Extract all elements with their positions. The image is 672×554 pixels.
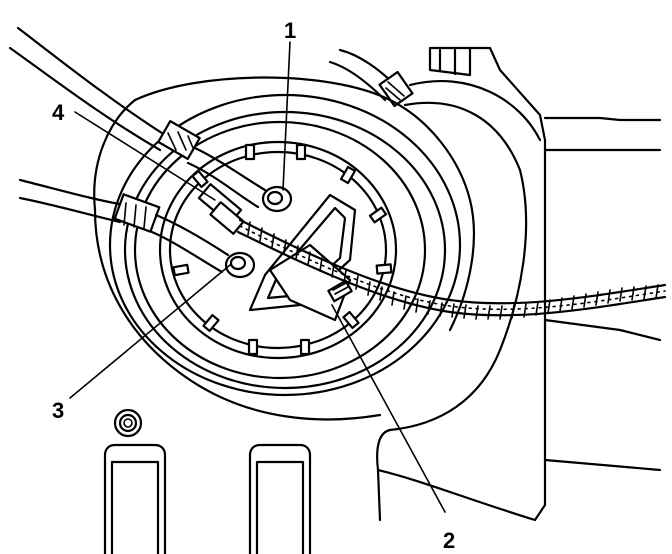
leader-4: [74, 111, 216, 201]
leader-3: [69, 264, 231, 399]
callout-2: 2: [443, 528, 455, 553]
fuel-line-upper: [8, 26, 267, 209]
tank-housing: [376, 46, 662, 522]
fuel-line-lower: [18, 178, 230, 274]
lock-ring-tabs: [172, 143, 393, 356]
callout-1: 1: [284, 18, 296, 43]
wiring-harness: [236, 218, 667, 320]
leader-1: [282, 41, 291, 191]
electrical-connector: [248, 193, 357, 322]
leader-2: [331, 304, 446, 513]
callout-4: 4: [52, 100, 65, 125]
tank-bottom-features: [103, 408, 312, 554]
callout-leaders: [69, 41, 446, 513]
sender-rings: [93, 76, 476, 421]
vent-nipple: [328, 48, 414, 108]
quick-connect-clip: [197, 183, 245, 235]
fuel-fittings: [224, 185, 293, 279]
callout-3: 3: [52, 398, 64, 423]
